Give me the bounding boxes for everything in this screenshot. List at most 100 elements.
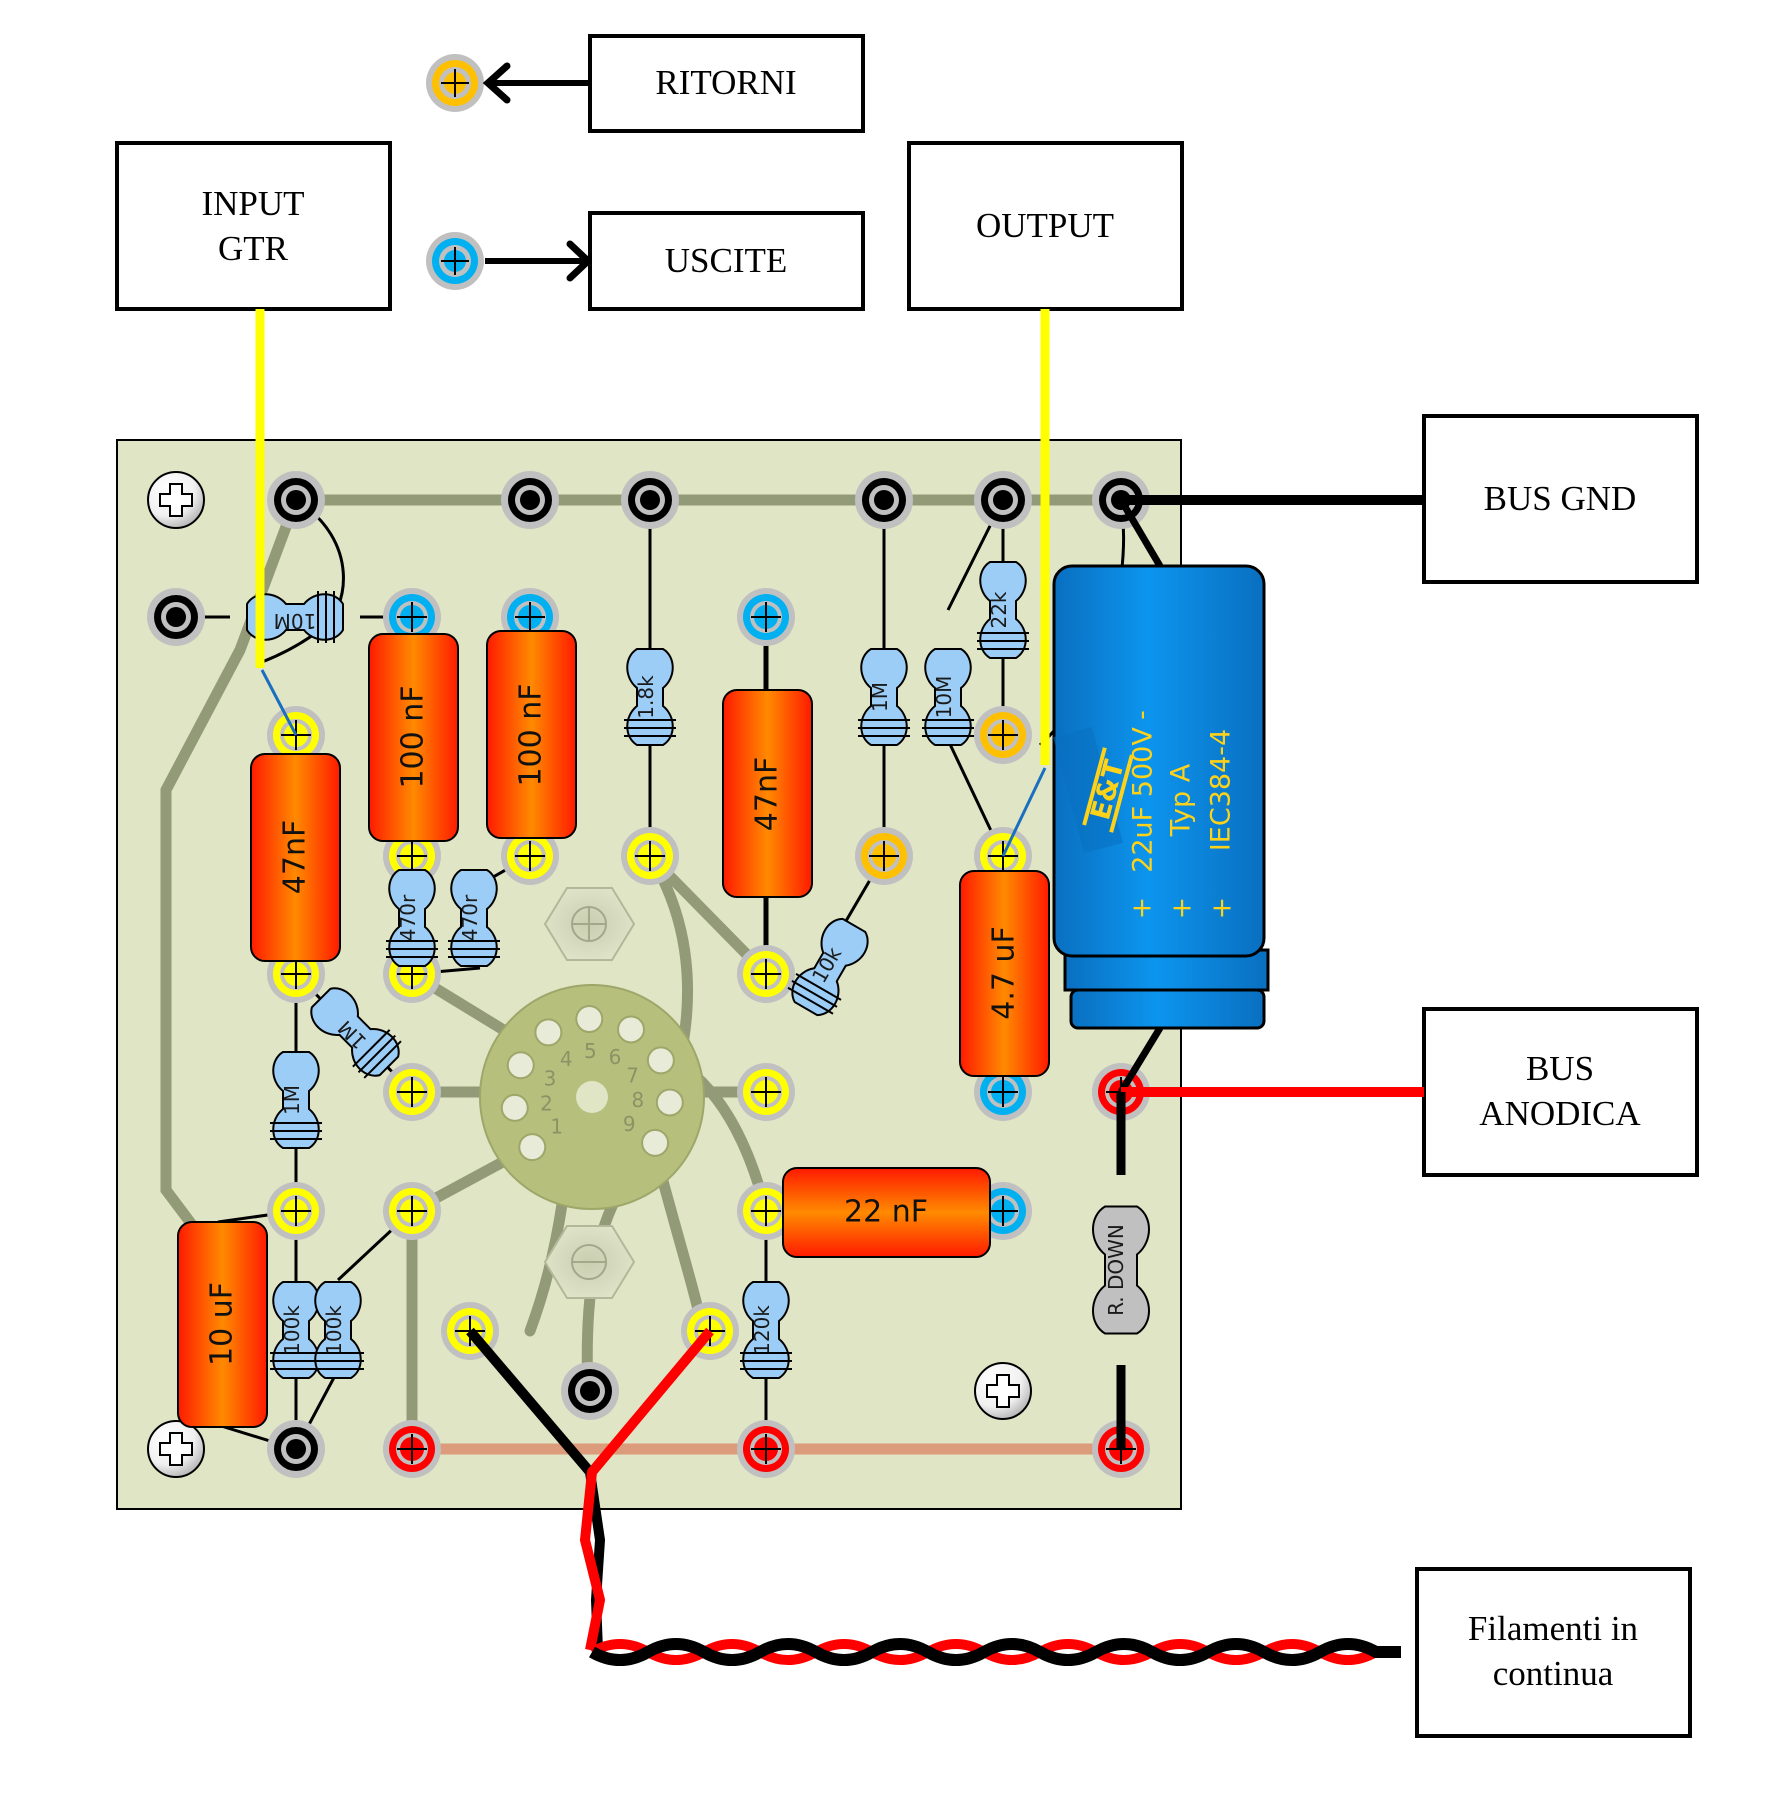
nut-top-icon: [543, 887, 636, 961]
blue-pad: [974, 1063, 1032, 1121]
socket-pin: [575, 1005, 604, 1034]
socket-pin-number: 7: [626, 1063, 639, 1087]
mounting-screws: [147, 471, 1032, 1478]
input-gtr-box: [115, 141, 392, 311]
arrow-left-icon: [482, 62, 590, 104]
uscite-box: [588, 211, 865, 311]
capacitor-label: 4.7 uF: [987, 926, 1022, 1020]
socket-pin: [646, 1046, 675, 1075]
input-label-line1: INPUT: [201, 184, 304, 223]
socket-pin-number: 4: [560, 1047, 573, 1071]
gnd-pad: [561, 1362, 619, 1420]
yellow-pad: [383, 1182, 441, 1240]
red-pad: [737, 1420, 795, 1478]
blue-pad: [737, 588, 795, 646]
resistor-label: 1.8k: [634, 675, 658, 719]
yellow-pad: [737, 1182, 795, 1240]
ritorni-legend: RITORNI: [426, 34, 865, 133]
capacitor-47nf-mid: 47nF: [722, 689, 813, 898]
output: OUTPUT: [907, 141, 1184, 311]
filamenti-label-line1: Filamenti in: [1468, 1609, 1638, 1648]
gnd-pad: [267, 471, 325, 529]
socket-center-hole: [576, 1081, 608, 1113]
gnd-pad: [855, 471, 913, 529]
resistor-r-100k-a: 100k: [270, 1281, 322, 1379]
resistor-label: 100k: [322, 1305, 346, 1355]
resistor-r-470r-a: 470r: [386, 869, 438, 967]
capacitor-100nf-b: 100 nF: [486, 630, 577, 839]
input-wire-lead: [260, 669, 298, 736]
ritorni-label: RITORNI: [655, 63, 796, 102]
capacitor-label: 47nF: [750, 757, 785, 831]
resistor-r-10M-input: 10M: [246, 591, 344, 643]
capacitor-100nf-a: 100 nF: [368, 633, 459, 842]
resistor-label: R. DOWN: [1104, 1224, 1128, 1316]
socket-pin: [617, 1015, 645, 1044]
film-capacitors: 100 nF 100 nF 47nF 47nF 4.7 uF 22 nF 10 …: [177, 630, 1050, 1428]
screw-icon: [147, 1420, 205, 1478]
filament-wire-red: [580, 1327, 714, 1651]
bus-anodica: BUS ANODICA: [1422, 1007, 1699, 1177]
elco-minus-mark: -: [1127, 710, 1158, 720]
red-pad: [383, 1420, 441, 1478]
blue-pad: [383, 588, 441, 646]
resistor-r-1k8: 1.8k: [624, 648, 676, 746]
elco-minus-lead: [1117, 498, 1164, 568]
elco-line3: IEC384-4: [1206, 729, 1237, 851]
electrolytic-capacitor: E&T 22uF 500V Typ A IEC384-4 - + + +: [1052, 498, 1270, 1094]
socket-pin: [506, 1051, 535, 1080]
elco-plus-mark: +: [1131, 893, 1154, 924]
capacitor-10uf: 10 uF: [177, 1221, 268, 1428]
elco-plus-lead: [1118, 1026, 1163, 1094]
socket-pin-number: 2: [540, 1091, 553, 1115]
socket-pin: [641, 1128, 670, 1157]
socket-pin-number: 5: [584, 1039, 597, 1063]
capacitor-label: 100 nF: [396, 685, 431, 788]
resistor-label: 120k: [750, 1305, 774, 1355]
yellow-pad: [737, 945, 795, 1003]
socket-pin-number: 9: [623, 1112, 636, 1136]
bus-anodica-label-line1: BUS: [1526, 1049, 1594, 1088]
socket-pin: [655, 1088, 684, 1117]
resistor-label: 470r: [396, 894, 420, 941]
socket-pin-number: 8: [632, 1088, 645, 1112]
filamenti: Filamenti in continua: [1415, 1567, 1692, 1738]
resistor-label: 22k: [987, 591, 1011, 628]
elco-plus-mark: +: [1171, 893, 1194, 924]
output-wire-lead: [1001, 767, 1047, 857]
input-label-line2: GTR: [218, 229, 289, 268]
screw-icon: [974, 1362, 1032, 1420]
yellow-pad: [621, 827, 679, 885]
capacitor-label: 47nF: [278, 820, 313, 894]
resistor-r-1M-top: 1M: [858, 648, 910, 746]
ritorni-box: [588, 34, 865, 133]
capacitor-4u7: 4.7 uF: [959, 870, 1050, 1077]
external-wires: [255, 309, 1424, 1666]
capacitor-47nf-left: 47nF: [250, 753, 341, 962]
yellow-pad: [383, 1063, 441, 1121]
elco-line2: Typ A: [1166, 763, 1197, 837]
output-box: [907, 141, 1184, 311]
input-gtr: INPUT GTR: [115, 141, 392, 311]
uscite-label: USCITE: [665, 241, 788, 280]
bus-gnd: BUS GND: [1422, 414, 1699, 584]
elco-line1: 22uF 500V: [1128, 727, 1159, 873]
yellow-pad: [267, 1182, 325, 1240]
elco-plus-mark: +: [1211, 893, 1234, 924]
resistor-r-100k-b: 100k: [312, 1281, 364, 1379]
uscite-pad-icon: [426, 232, 484, 290]
socket-pin-number: 3: [544, 1066, 557, 1090]
capacitor-label: 22 nF: [844, 1195, 928, 1230]
socket-pin: [500, 1093, 529, 1122]
gnd-pad: [147, 588, 205, 646]
gnd-pad: [267, 1420, 325, 1478]
yellow-pad: [501, 827, 559, 885]
screw-icon: [147, 471, 205, 529]
bus-gnd-box: [1422, 414, 1699, 584]
gnd-pad: [621, 471, 679, 529]
gnd-pad: [974, 471, 1032, 529]
